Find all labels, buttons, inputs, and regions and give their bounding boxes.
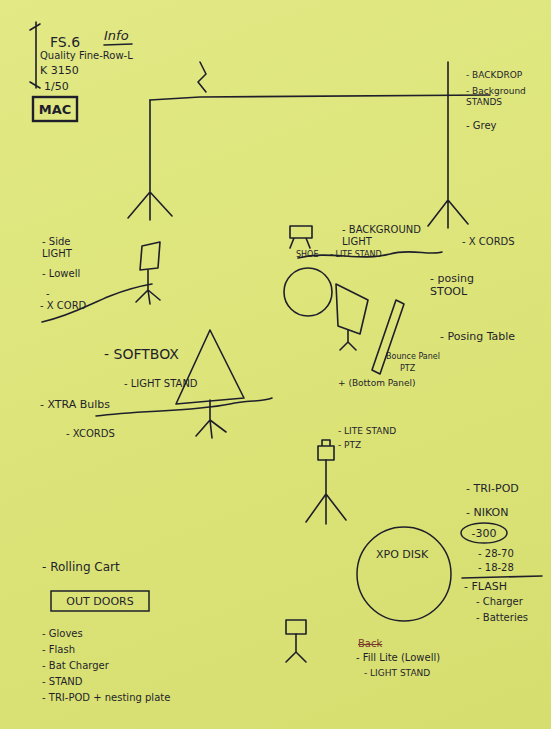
sketch-label: 1/50 — [44, 80, 69, 93]
sketch-label: - LITE STAND — [338, 426, 396, 437]
outline-shape — [357, 527, 451, 621]
background-stand — [128, 100, 172, 220]
sketch-label: - Grey — [466, 120, 497, 132]
softbox — [176, 330, 244, 404]
camera — [318, 440, 334, 460]
background-stand — [428, 62, 468, 228]
circled-note: -300 — [460, 522, 508, 544]
sketch-label: SHOE — [296, 250, 318, 260]
node-text: XPO DISK — [376, 548, 428, 561]
circled-note: XPO DISK — [356, 526, 452, 622]
sketch-label: - X CORD — [40, 300, 86, 312]
sketch-label: - XTRA Bulbs — [40, 398, 110, 411]
outline-shape — [33, 97, 77, 121]
sketch-label: - LIGHT STAND — [364, 668, 430, 679]
sketch-label: - 28-70 — [478, 548, 514, 560]
sketch-label: - Lowell — [42, 268, 80, 280]
sketch-label: Bounce Panel — [386, 352, 440, 362]
sketch-label: - LITE STAND — [330, 250, 382, 260]
sketch-label: Quality Fine-Row-L — [40, 50, 133, 62]
sketch-label: - Batteries — [476, 612, 528, 624]
sketch-label: - 18-28 — [478, 562, 514, 574]
sketch-label: FS.6 — [50, 34, 80, 51]
sketch-label: - Side LIGHT — [42, 236, 92, 260]
sketch-label: - — [46, 288, 50, 300]
sketch-label: - LIGHT STAND — [124, 378, 198, 390]
sketch-label: K 3150 — [40, 64, 79, 77]
underline — [104, 44, 132, 45]
sketch-label: - FLASH — [464, 580, 507, 593]
sketch-label: - Background STANDS — [466, 86, 544, 108]
posing-stool — [284, 268, 332, 316]
node-text: OUT DOORS — [66, 595, 133, 608]
outline-shape — [461, 523, 507, 543]
sketch-label: - STAND — [42, 676, 83, 688]
light-stand — [286, 634, 306, 662]
fill-light — [286, 620, 306, 634]
bracket — [198, 62, 206, 92]
sketch-label: - Bat Charger — [42, 660, 109, 672]
sketch-label: - Fill Lite (Lowell) — [356, 652, 440, 664]
side-light — [140, 242, 160, 270]
sketch-label: + (Bottom Panel) — [338, 378, 416, 389]
sketch-label: PTZ — [400, 364, 415, 374]
sketch-label: - TRI-POD + nesting plate — [42, 692, 170, 704]
sketch-label: - X CORDS — [462, 236, 515, 248]
sketch-label: - Rolling Cart — [42, 560, 120, 574]
divider-line — [462, 576, 542, 578]
sketch-label: - NIKON — [466, 506, 508, 519]
node-outline — [356, 526, 452, 622]
sketch-label: - TRI-POD — [466, 482, 519, 495]
sketch-label: Back — [358, 638, 382, 650]
sketch-label: - Gloves — [42, 628, 83, 640]
sketch-label: - posing STOOL — [430, 272, 510, 298]
bounce-panel — [336, 284, 368, 334]
outline-shape — [51, 591, 149, 611]
node-text: -300 — [472, 527, 497, 540]
sketch-label: - BACKDROP — [466, 70, 522, 81]
light-stand — [340, 330, 356, 350]
floor-line — [96, 398, 272, 416]
bracket — [30, 22, 40, 88]
backdrop-bar — [150, 95, 490, 100]
sketch-label: - XCORDS — [66, 428, 115, 440]
sketch-label: - SOFTBOX — [104, 346, 179, 363]
boxed-note: MAC — [32, 96, 78, 122]
background-light — [290, 226, 312, 248]
sketch-label: - Charger — [476, 596, 523, 608]
posing-table — [372, 300, 404, 374]
sketch-label: Info — [104, 28, 129, 44]
sketch-label: - Posing Table — [440, 330, 515, 343]
sketch-label: - Flash — [42, 644, 75, 656]
sketch-label: - PTZ — [338, 440, 361, 451]
node-text: MAC — [39, 102, 72, 117]
tripod — [306, 460, 346, 524]
sketch-label: - BACKGROUND LIGHT — [342, 224, 432, 248]
boxed-note: OUT DOORS — [50, 590, 150, 612]
